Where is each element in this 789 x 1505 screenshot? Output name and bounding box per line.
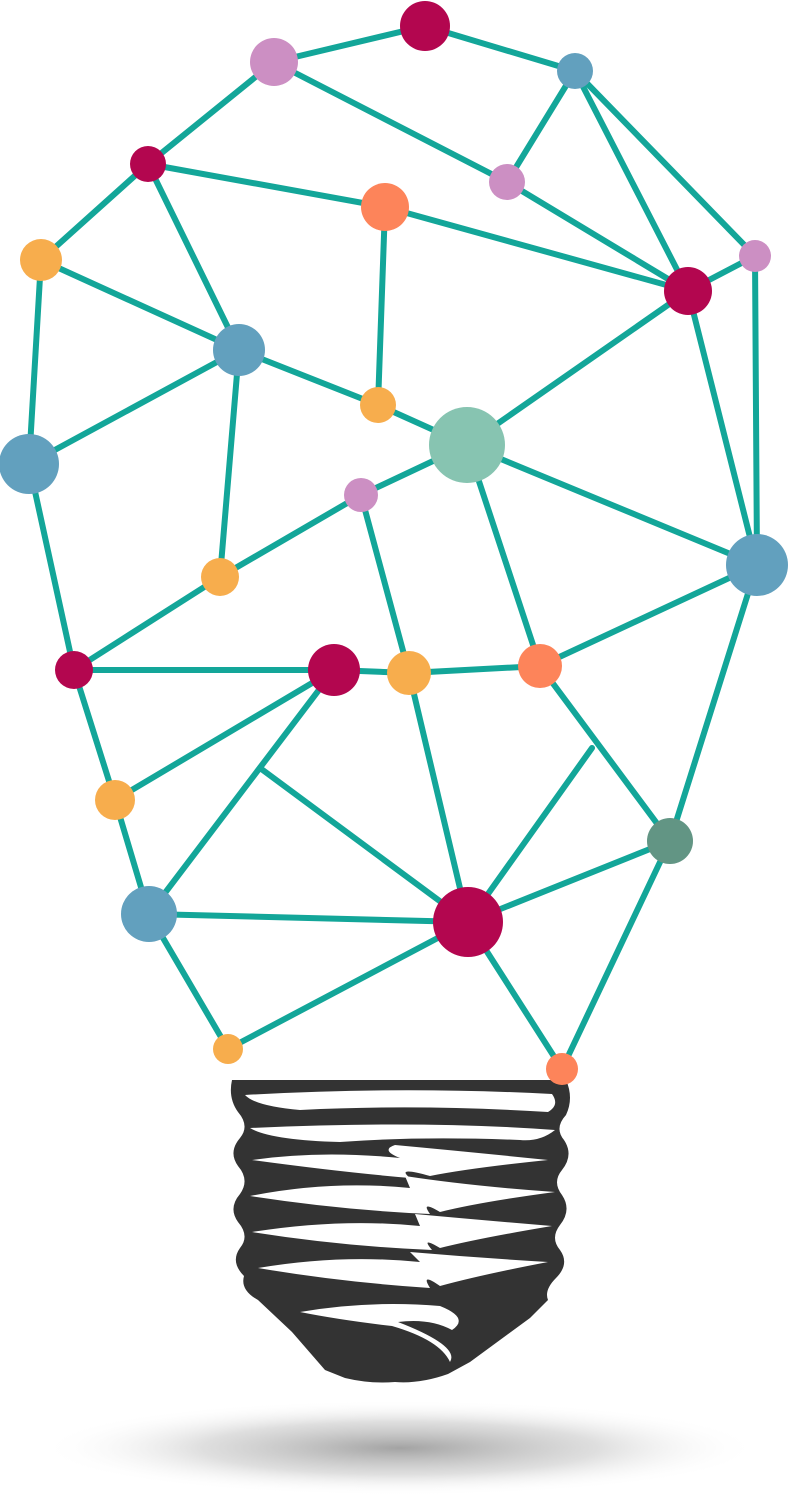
network-node xyxy=(387,651,431,695)
network-edge xyxy=(685,288,760,568)
network-node xyxy=(308,644,360,696)
network-node xyxy=(557,53,593,89)
network-edge xyxy=(257,765,471,925)
network-edge xyxy=(465,745,595,925)
network-edge xyxy=(146,667,337,917)
network-edge xyxy=(71,667,118,803)
network-edge xyxy=(464,442,543,669)
thread-highlight-2 xyxy=(250,1124,555,1142)
network-node xyxy=(201,558,239,596)
network-node xyxy=(518,644,562,688)
bulb-screw-base xyxy=(230,1080,570,1383)
network-edge xyxy=(375,204,388,408)
network-edge xyxy=(217,492,364,580)
network-node xyxy=(20,239,62,281)
network-node xyxy=(250,38,298,86)
network-edge xyxy=(271,59,510,185)
network-node xyxy=(647,818,693,864)
network-edge xyxy=(572,68,691,294)
network-edge xyxy=(504,68,578,185)
network-edge xyxy=(537,562,760,669)
network-node xyxy=(55,651,93,689)
network-node xyxy=(213,1034,243,1064)
network-edge xyxy=(145,161,242,353)
thread-highlight-1 xyxy=(245,1090,556,1112)
network-edge xyxy=(464,442,760,568)
thread-highlight-6 xyxy=(258,1252,548,1288)
network-node xyxy=(429,407,505,483)
network-edge xyxy=(465,838,673,925)
network-node xyxy=(121,886,177,942)
network-edge xyxy=(26,257,44,467)
network-nodes xyxy=(0,1,788,1085)
network-node xyxy=(360,387,396,423)
network-edge xyxy=(225,919,471,1052)
network-node xyxy=(546,1053,578,1085)
network-node xyxy=(130,146,166,182)
network-edge xyxy=(667,562,760,844)
network-node xyxy=(344,478,378,512)
network-edge xyxy=(559,838,673,1072)
network-edge xyxy=(26,461,77,673)
ground-shadow xyxy=(40,1400,760,1496)
network-edge xyxy=(752,253,760,568)
network-node xyxy=(95,780,135,820)
network-node xyxy=(213,324,265,376)
network-node xyxy=(489,164,525,200)
network-edge xyxy=(271,23,428,65)
network-edge xyxy=(71,574,223,673)
network-edge xyxy=(38,257,242,353)
network-edge xyxy=(38,161,151,263)
network-node xyxy=(664,267,712,315)
network-edge xyxy=(464,288,691,448)
network-edge xyxy=(146,911,471,925)
network-node xyxy=(726,534,788,596)
network-node xyxy=(739,240,771,272)
network-edge xyxy=(406,670,471,925)
network-node xyxy=(433,887,503,957)
network-node xyxy=(0,434,59,494)
thread-highlight-5 xyxy=(252,1214,552,1250)
network-edge xyxy=(217,347,242,580)
network-edge xyxy=(112,667,337,803)
network-edge xyxy=(358,492,412,676)
network-edge xyxy=(145,59,277,167)
network-edge xyxy=(572,68,758,259)
network-edge xyxy=(26,347,242,467)
thread-highlight-4 xyxy=(250,1176,555,1214)
thread-highlight-7 xyxy=(300,1304,459,1362)
network-edge xyxy=(382,204,691,294)
network-edge xyxy=(537,663,673,844)
network-edge xyxy=(504,179,691,294)
network-node xyxy=(400,1,450,51)
network-edge xyxy=(145,161,388,210)
network-node xyxy=(361,183,409,231)
thread-highlight-3 xyxy=(252,1145,548,1178)
network-edge xyxy=(422,23,578,74)
